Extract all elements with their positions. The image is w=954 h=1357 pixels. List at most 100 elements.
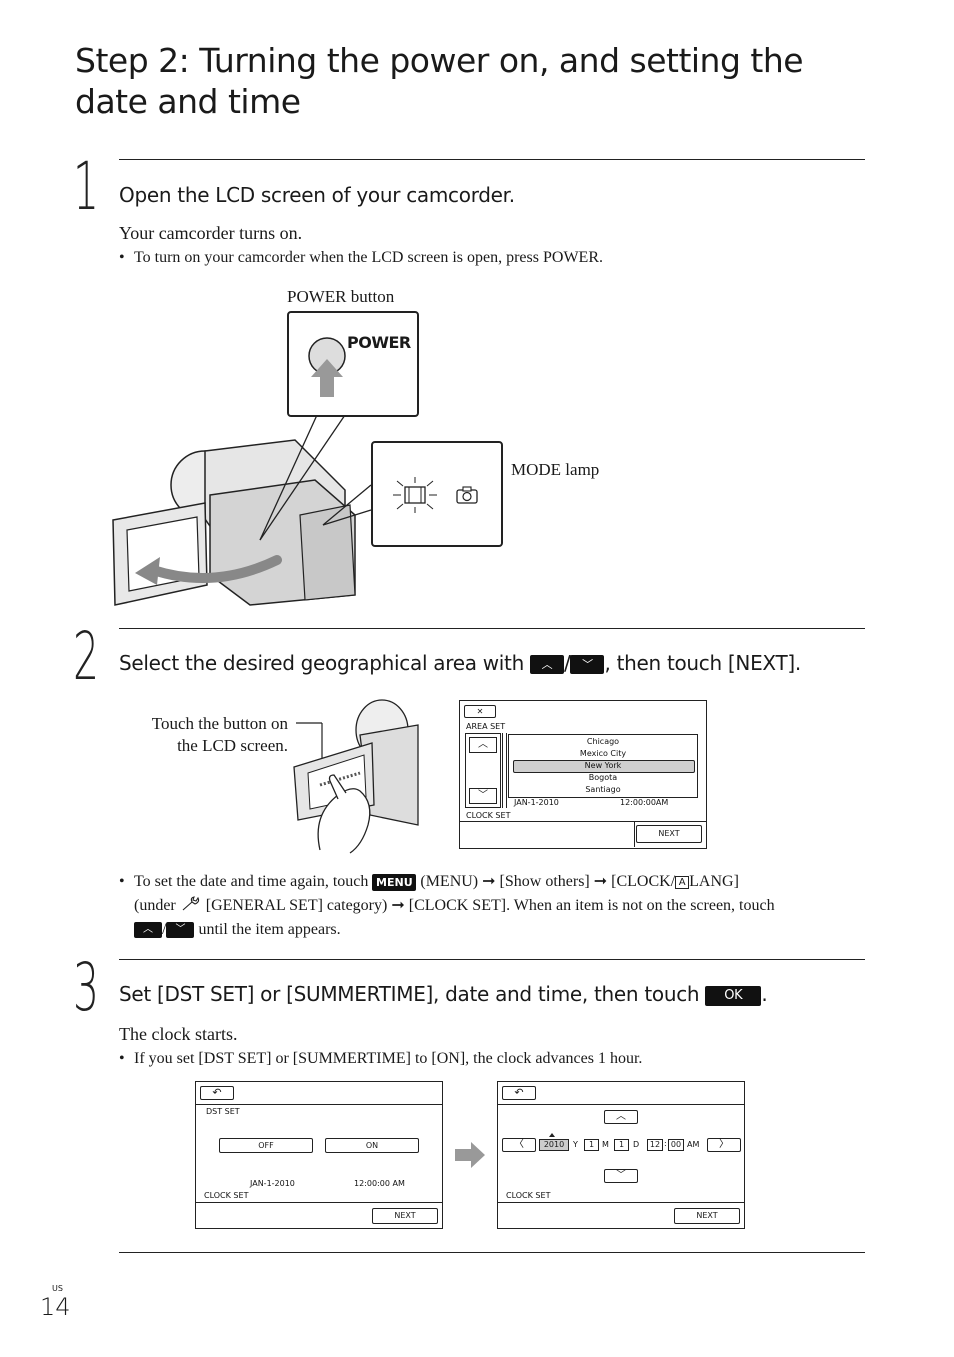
month-field[interactable]: 1	[584, 1139, 599, 1151]
city-item[interactable]: Bogota	[588, 773, 618, 782]
next-button[interactable]: NEXT	[674, 1208, 740, 1224]
bullet-text: (under	[134, 897, 180, 914]
dst-off-button[interactable]: OFF	[219, 1138, 313, 1153]
year-field[interactable]: 2010	[539, 1139, 569, 1151]
dst-set-screen: ↶ DST SET OFF ON JAN-1-2010 12:00:00 AM …	[195, 1081, 443, 1229]
year-unit: Y	[573, 1140, 578, 1149]
city-item[interactable]: Chicago	[586, 737, 620, 746]
field-right-button[interactable]: 〉	[707, 1138, 741, 1152]
bullet-text: To set the date and time again, touch	[134, 873, 373, 890]
dst-set-title: DST SET	[206, 1107, 240, 1116]
close-button[interactable]: ✕	[464, 705, 496, 718]
wrench-icon	[182, 896, 199, 911]
hand-touching-lcd-illustration	[293, 699, 419, 854]
back-button[interactable]: ↶	[502, 1086, 536, 1100]
hour-field[interactable]: 12	[647, 1139, 663, 1151]
bullet-text: [CLOCK/	[607, 873, 676, 890]
next-button[interactable]: NEXT	[372, 1208, 438, 1224]
scroll-down-button-icon: ﹀	[570, 655, 605, 674]
header-divider	[498, 1104, 744, 1105]
clock-set-label: CLOCK SET	[204, 1191, 249, 1200]
step2-bullet: • To set the date and time again, touch …	[119, 870, 869, 942]
scroll-up-button-icon: ︿	[134, 922, 162, 939]
footer-separator	[634, 821, 635, 847]
power-button-label: POWER button	[287, 287, 395, 306]
power-button-icon	[308, 337, 346, 397]
menu-button-icon: MENU	[372, 873, 417, 891]
area-down-button[interactable]: ﹀	[469, 788, 497, 804]
clock-set-screen: ↶ ︿ 〈 2010 Y 1 M 1 D 12 : 00 AM 〉 ﹀ CLOC…	[497, 1081, 745, 1229]
value-down-button[interactable]: ﹀	[604, 1169, 638, 1183]
step3-heading-text: Set [DST SET] or [SUMMERTIME], date and …	[119, 982, 706, 1006]
time-colon: :	[664, 1139, 667, 1148]
minute-field[interactable]: 00	[668, 1139, 684, 1151]
area-set-title: AREA SET	[466, 722, 506, 731]
right-arrow-icon	[455, 1142, 485, 1168]
step1-divider	[119, 159, 865, 160]
scroll-up-button-icon: ︿	[530, 655, 565, 674]
city-item-selected[interactable]: New York	[584, 761, 622, 770]
page-title: Step 2: Turning the power on, and settin…	[75, 41, 804, 121]
clock-set-label: CLOCK SET	[506, 1191, 551, 1200]
bullet-text: [GENERAL SET] category)	[201, 897, 392, 914]
power-key-text: POWER	[347, 333, 411, 352]
arrow-icon: ➞	[391, 897, 405, 914]
touch-lcd-label-line1: Touch the button on	[151, 714, 288, 733]
step2-heading-text-1: Select the desired geographical area wit…	[119, 651, 531, 675]
step1-bullet: • To turn on your camcorder when the LCD…	[119, 246, 869, 270]
step3-number: 3	[73, 949, 100, 1026]
bullet-text: [Show others]	[495, 873, 594, 890]
area-up-button[interactable]: ︿	[469, 737, 497, 753]
step2-number: 2	[73, 618, 100, 695]
footer-divider	[498, 1202, 744, 1203]
city-item[interactable]: Santiago	[585, 785, 621, 794]
step1-heading: Open the LCD screen of your camcorder.	[119, 183, 515, 207]
bullet-text: LANG]	[689, 873, 739, 890]
city-list: Chicago Mexico City New York Bogota Sant…	[508, 734, 698, 798]
step1-number: 1	[73, 148, 100, 225]
step3-divider	[119, 959, 865, 960]
arrow-icon: ➞	[593, 873, 608, 890]
back-button[interactable]: ↶	[200, 1086, 234, 1100]
step1-body: Your camcorder turns on.	[119, 223, 303, 243]
footer-divider	[196, 1202, 442, 1203]
header-divider	[196, 1104, 442, 1105]
dst-date: JAN-1-2010	[250, 1179, 295, 1188]
cursor-caret-icon	[549, 1133, 555, 1137]
selected-city-highlight	[513, 760, 695, 773]
power-button-callout: POWER	[287, 311, 419, 417]
page-number: 14	[40, 1293, 71, 1321]
bullet-text: [CLOCK SET]. When an item is not on the …	[404, 897, 775, 914]
scrollbar[interactable]	[502, 733, 507, 808]
field-left-button[interactable]: 〈	[502, 1138, 536, 1152]
bullet-dot: •	[119, 873, 125, 890]
photo-mode-lamp-icon	[456, 486, 478, 504]
value-up-button[interactable]: ︿	[604, 1110, 638, 1124]
ok-button-icon: OK	[705, 985, 762, 1006]
step3-bullet: • If you set [DST SET] or [SUMMERTIME] t…	[119, 1047, 869, 1071]
dst-on-button[interactable]: ON	[325, 1138, 419, 1153]
day-field[interactable]: 1	[614, 1139, 629, 1151]
bullet-text: until the item appears.	[194, 921, 341, 938]
step2-heading: Select the desired geographical area wit…	[119, 650, 801, 676]
step2-heading-text-2: , then touch [NEXT].	[604, 651, 801, 675]
city-item[interactable]: Mexico City	[579, 749, 627, 758]
day-unit: D	[633, 1140, 640, 1149]
bottom-divider	[119, 1252, 865, 1253]
next-button[interactable]: NEXT	[636, 825, 702, 843]
mode-lamp-callout	[371, 441, 503, 547]
area-set-time: 12:00:00AM	[620, 798, 669, 807]
touch-lcd-label-line2: the LCD screen.	[177, 736, 288, 755]
touch-lcd-label: Touch the button on the LCD screen.	[128, 713, 288, 757]
bullet-dot: •	[119, 249, 125, 266]
slash: /	[162, 921, 167, 938]
month-unit: M	[602, 1140, 609, 1149]
ampm-label[interactable]: AM	[687, 1140, 700, 1149]
scroll-down-button-icon: ﹀	[166, 922, 195, 939]
language-icon: A	[675, 875, 690, 889]
mode-lamp-label: MODE lamp	[511, 460, 600, 479]
dst-time: 12:00:00 AM	[354, 1179, 405, 1188]
bullet-dot: •	[119, 1050, 125, 1067]
step2-divider	[119, 628, 865, 629]
arrow-icon: ➞	[482, 873, 496, 890]
